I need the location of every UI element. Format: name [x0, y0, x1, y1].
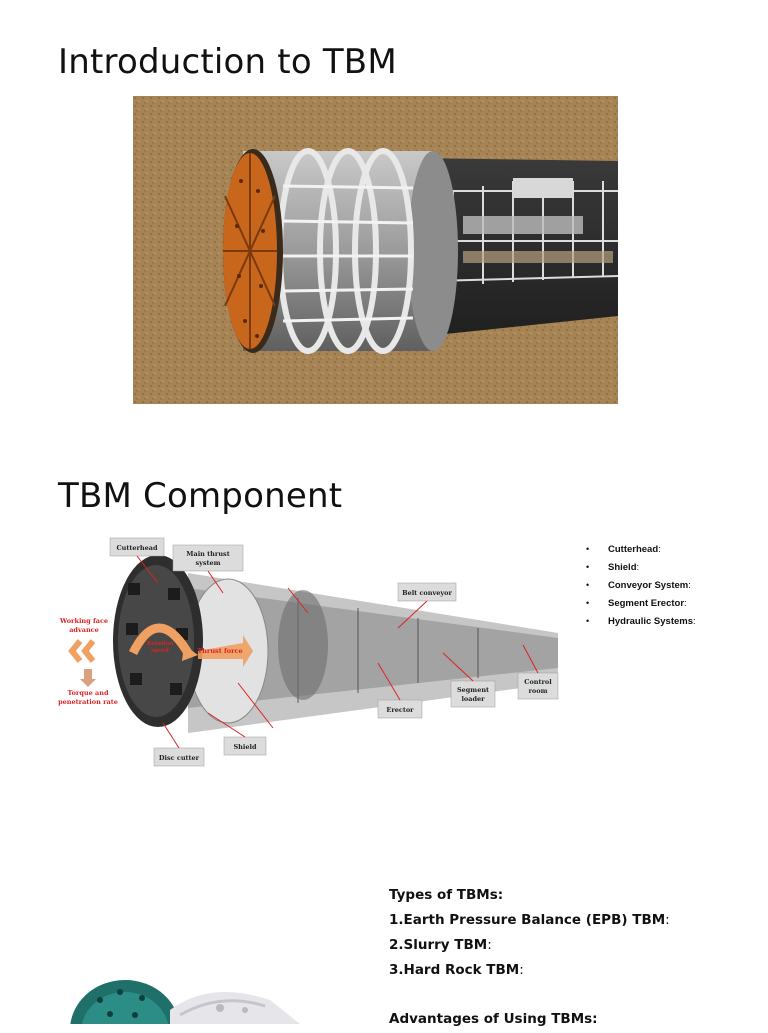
diagram-label-thrust-force: Thrust force: [197, 647, 242, 655]
diagram-label-rotation-1: Rotation: [147, 641, 174, 647]
diagram-label-erector: Erector: [386, 706, 414, 714]
spacer: [389, 984, 670, 1008]
tbm-component-diagram: Cutterhead Main thrust system Belt conve…: [58, 533, 560, 768]
list-item: •Hydraulic Systems:: [586, 615, 696, 627]
diagram-label-main-thrust-2: system: [195, 559, 220, 567]
diagram-label-main-thrust-1: Main thrust: [186, 550, 229, 558]
list-item: •Cutterhead:: [586, 543, 661, 555]
tbm-cutaway-image: [133, 96, 618, 404]
list-item: •Conveyor System:: [586, 579, 691, 591]
list-item: •Segment Erector:: [586, 597, 687, 609]
list-item: 3.Hard Rock TBM:: [389, 962, 524, 978]
diagram-label-torque-2: penetration rate: [58, 698, 118, 706]
diagram-label-cutterhead: Cutterhead: [116, 544, 158, 552]
diagram-label-control-room-2: room: [529, 687, 548, 695]
list-item: 2.Slurry TBM:: [389, 937, 492, 953]
diagram-label-belt-conveyor: Belt conveyor: [402, 589, 452, 597]
diagram-label-control-room-1: Control: [524, 678, 552, 686]
slide-title-introduction: Introduction to TBM: [58, 42, 397, 82]
tbm-types-text: Types of TBMs: 1.Earth Pressure Balance …: [389, 884, 670, 1033]
diagram-label-disc-cutter: Disc cutter: [159, 754, 200, 762]
diagram-label-torque-1: Torque and: [67, 689, 108, 697]
component-bullet-list: •Cutterhead: •Shield: •Conveyor System: …: [586, 540, 696, 630]
diagram-label-rotation-2: speed: [151, 648, 169, 654]
diagram-label-working-face-2: advance: [69, 626, 99, 634]
diagram-label-shield: Shield: [233, 743, 256, 751]
diagram-label-working-face-1: Working face: [59, 617, 108, 625]
diagram-label-segment-loader-2: loader: [461, 695, 485, 703]
list-item: 1.Earth Pressure Balance (EPB) TBM:: [389, 912, 670, 928]
list-item: •Shield:: [586, 561, 640, 573]
tbm-cutterhead-image: [70, 970, 340, 1024]
diagram-label-segment-loader-1: Segment: [457, 686, 489, 694]
advantages-heading: Advantages of Using TBMs:: [389, 1011, 598, 1027]
types-heading: Types of TBMs:: [389, 887, 504, 903]
slide-title-components: TBM Component: [58, 476, 343, 516]
